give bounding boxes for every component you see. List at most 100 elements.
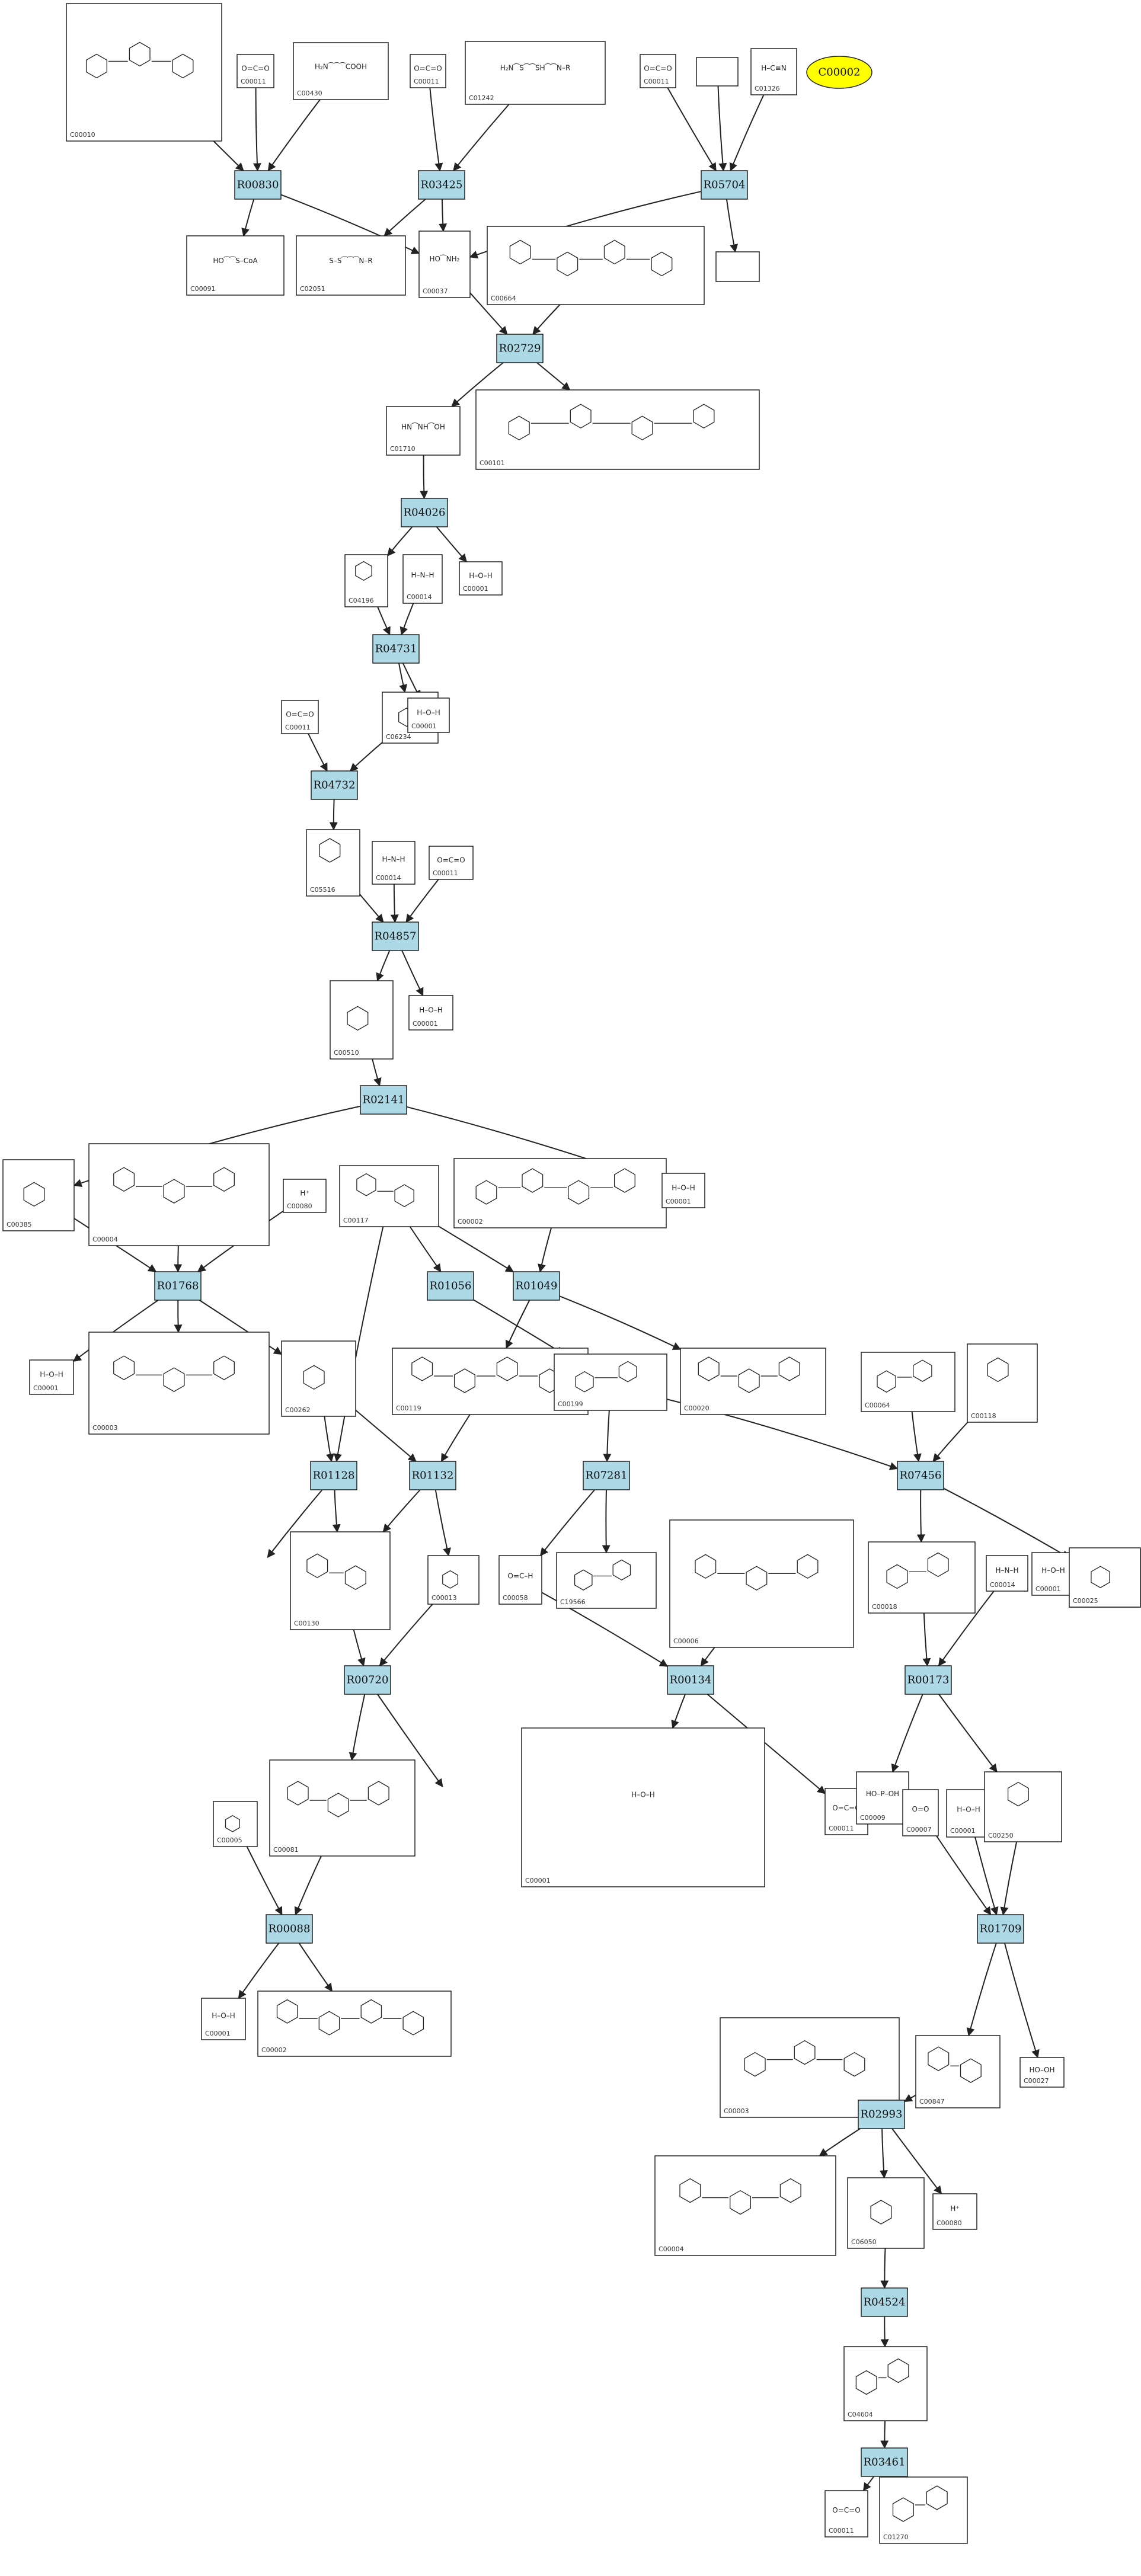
compound-formula: HO–P–OH	[866, 1790, 899, 1798]
reaction-node[interactable]: R01768	[154, 1271, 202, 1301]
edge-arrow	[725, 199, 738, 253]
reaction-node[interactable]: R07281	[583, 1461, 630, 1490]
reaction-node[interactable]: R01709	[977, 1914, 1024, 1944]
compound-node[interactable]: C00003	[720, 2017, 900, 2118]
reaction-node[interactable]: R02993	[858, 2100, 905, 2129]
reaction-node[interactable]: R00134	[667, 1665, 714, 1695]
compound-node[interactable]: C00020	[680, 1348, 826, 1415]
reaction-node[interactable]: R02729	[496, 334, 544, 363]
compound-node[interactable]: C06050	[847, 2177, 925, 2249]
compound-node[interactable]: C00847	[915, 2035, 1001, 2108]
compound-node[interactable]: C00006	[669, 1519, 854, 1648]
compound-id-label: C00001	[411, 722, 437, 730]
reaction-node[interactable]: R04731	[372, 634, 420, 664]
reaction-box	[861, 2447, 908, 2477]
compound-node[interactable]: C19566	[556, 1552, 657, 1609]
compound-node[interactable]: C00081	[269, 1759, 416, 1857]
reaction-node[interactable]: R01056	[427, 1271, 474, 1301]
compound-node[interactable]: C00117	[339, 1165, 439, 1227]
compound-node[interactable]: C00018	[868, 1541, 976, 1614]
compound-node[interactable]: C00262	[281, 1340, 356, 1417]
reaction-node[interactable]: R02141	[360, 1085, 407, 1115]
reaction-node[interactable]: R01132	[409, 1461, 456, 1490]
compound-node[interactable]: C00025	[1069, 1547, 1141, 1608]
reaction-node[interactable]: R05704	[701, 170, 748, 200]
compound-node[interactable]: C04604	[843, 2346, 928, 2421]
compound-node[interactable]: C01270	[879, 2476, 968, 2544]
compound-node[interactable]: C00064	[861, 1352, 955, 1412]
reaction-box	[861, 2287, 908, 2317]
compound-node[interactable]: C00010	[66, 3, 222, 142]
highlighted-compound[interactable]: C00002	[806, 56, 872, 89]
compound-node[interactable]: C00664	[487, 226, 705, 305]
compound-box	[750, 48, 797, 95]
reaction-node[interactable]: R03461	[861, 2447, 908, 2477]
compound-node[interactable]	[715, 251, 760, 282]
compound-node[interactable]: C00013	[427, 1555, 480, 1605]
compound-node[interactable]: C04196	[344, 554, 388, 607]
compound-node[interactable]: C00118	[967, 1343, 1038, 1423]
reaction-node[interactable]: R04524	[861, 2287, 908, 2317]
reaction-node[interactable]: R00830	[234, 170, 282, 200]
reaction-node[interactable]: R01128	[310, 1461, 357, 1490]
reaction-node[interactable]: R07456	[897, 1461, 944, 1490]
reaction-node[interactable]: R00173	[905, 1665, 952, 1695]
compound-node[interactable]: C00004	[88, 1143, 270, 1246]
compound-node[interactable]: C00385	[2, 1159, 75, 1231]
compound-node[interactable]: C00101	[475, 389, 760, 470]
compound-node[interactable]: H⁺C00080	[283, 1179, 327, 1213]
molecule-ring	[574, 1569, 593, 1591]
reaction-node[interactable]: R04026	[401, 498, 448, 527]
compound-node[interactable]: C00003	[88, 1332, 270, 1435]
reaction-node[interactable]: R03425	[418, 170, 465, 200]
compound-box	[201, 1998, 246, 2040]
compound-node[interactable]: C00130	[290, 1531, 391, 1630]
reaction-node[interactable]: R04857	[372, 921, 419, 951]
compound-node[interactable]: C00002	[257, 1991, 452, 2057]
molecule-ring	[778, 1356, 800, 1381]
compound-node[interactable]: H⁺C00080	[932, 2193, 977, 2230]
compound-node[interactable]: C00002	[453, 1158, 667, 1228]
reaction-node[interactable]: R00088	[266, 1914, 313, 1944]
compound-node[interactable]: C00250	[984, 1771, 1062, 1842]
compound-node[interactable]: C00199	[554, 1353, 667, 1411]
compound-node[interactable]: C05516	[306, 829, 360, 897]
edge-arrow	[398, 663, 408, 693]
compound-node[interactable]: C00510	[330, 980, 394, 1060]
compound-node[interactable]: C00004	[654, 2155, 836, 2256]
reaction-node[interactable]: R01049	[513, 1271, 560, 1301]
compound-node[interactable]: C00005	[213, 1801, 258, 1847]
reaction-node[interactable]: R04732	[311, 770, 358, 800]
reaction-node[interactable]: R00720	[344, 1665, 391, 1695]
compound-node[interactable]	[696, 57, 739, 87]
